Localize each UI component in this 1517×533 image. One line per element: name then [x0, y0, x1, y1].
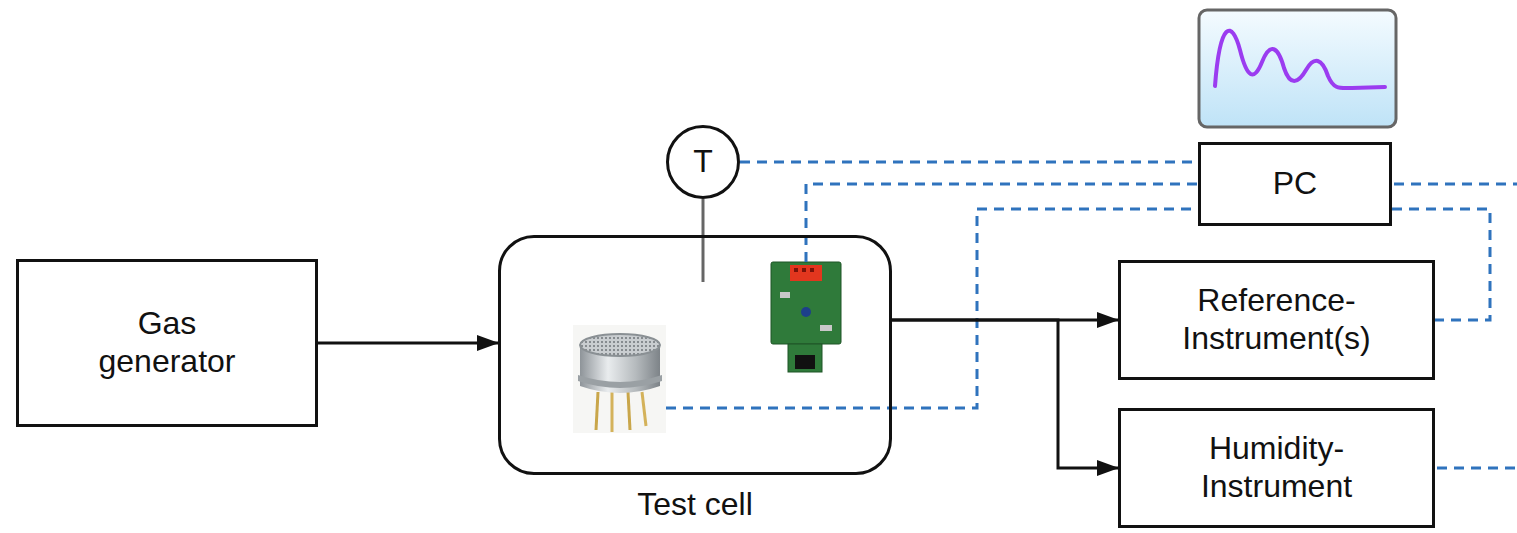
instrument-box: Reference-Instrument(s) [1118, 260, 1435, 380]
instrument-box: Humidity-Instrument [1118, 408, 1435, 528]
temperature-sensor-circle: T [666, 125, 740, 199]
node-text: Gas generator [77, 305, 257, 381]
node-text: Reference-Instrument(s) [1132, 282, 1422, 358]
gas-sensor [573, 325, 666, 433]
flow-arrow [318, 342, 498, 345]
node-text: Humidity-Instrument [1147, 430, 1407, 506]
node-label: Test cell [637, 486, 753, 524]
monitor-icon [1199, 10, 1396, 127]
signal-line [740, 161, 1198, 164]
process-box: Gas generator [16, 259, 318, 427]
node-text: PC [1273, 165, 1317, 203]
flow-arrow [892, 320, 1118, 468]
sensor-board [771, 262, 841, 372]
test-cell: Test cell [498, 235, 892, 475]
computer-box: PC [1198, 142, 1392, 226]
node-text: T [693, 143, 713, 181]
sensor-stem [702, 199, 705, 282]
